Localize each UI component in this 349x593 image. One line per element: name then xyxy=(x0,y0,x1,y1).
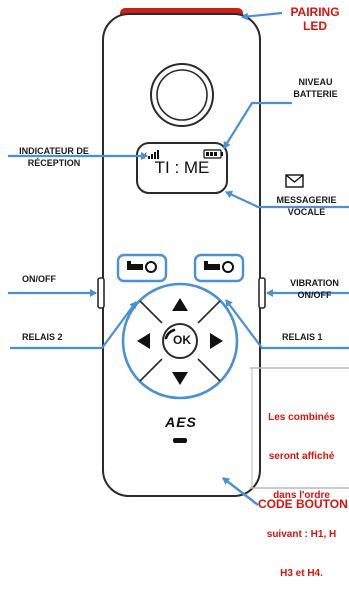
envelope-icon xyxy=(285,174,304,188)
relais-1-button[interactable] xyxy=(193,253,245,283)
diagram-canvas: Y xyxy=(8,8,349,506)
arrow-up-icon[interactable] xyxy=(172,298,188,311)
on-off-label: ON/OFF xyxy=(22,274,56,284)
messagerie-vocale-line1: MESSAGERIE xyxy=(276,195,337,205)
niveau-batterie-arrow xyxy=(223,101,292,149)
code-button[interactable] xyxy=(173,438,187,443)
messagerie-arrow xyxy=(225,190,349,209)
relais-1-label: RELAIS 1 xyxy=(282,332,323,342)
relais-2-arrow xyxy=(10,301,137,350)
vibration-line2: ON/OFF xyxy=(297,290,332,300)
note-text: Les combinés seront affiché dans l'ordre… xyxy=(254,385,349,593)
arrow-down-icon[interactable] xyxy=(172,372,188,385)
niveau-batterie-line2: BATTERIE xyxy=(293,89,338,99)
pairing-led-arrow xyxy=(241,11,283,21)
pairing-led-label-line1: PAIRING xyxy=(290,5,340,19)
key-icon xyxy=(127,261,157,273)
note-line-3: dans l'ordre xyxy=(273,490,330,501)
brand-logo: AES xyxy=(165,414,197,430)
note-line-1: Les combinés xyxy=(268,412,335,423)
vibration-line1: VIBRATION xyxy=(290,278,339,288)
note-line-2: seront affiché xyxy=(268,451,335,462)
indicateur-reception-line1: INDICATEUR DE xyxy=(19,146,89,156)
note-box xyxy=(250,367,349,489)
indicateur-reception-line2: RÉCEPTION xyxy=(27,158,81,168)
ok-label: OK xyxy=(173,333,191,347)
messagerie-vocale-line2: VOCALE xyxy=(287,207,326,217)
messagerie-vocale-label: MESSAGERIE VOCALE xyxy=(264,194,349,218)
pairing-led-label: PAIRING LED xyxy=(281,5,349,33)
relais-2-button[interactable] xyxy=(116,253,168,283)
arrow-left-icon[interactable] xyxy=(137,333,150,349)
handset-icon xyxy=(164,328,176,340)
indicateur-reception-label: INDICATEUR DE RÉCEPTION xyxy=(0,145,108,169)
arrow-right-icon[interactable] xyxy=(210,333,223,349)
code-bouton-arrow xyxy=(222,477,259,506)
note-line-5: H3 et H4. xyxy=(280,568,323,579)
relais-2-label: RELAIS 2 xyxy=(22,332,63,342)
on-off-side-button[interactable] xyxy=(97,277,105,309)
vibration-label: VIBRATION ON/OFF xyxy=(280,277,349,301)
key-icon xyxy=(204,261,234,273)
relais-1-arrow xyxy=(225,299,349,350)
code-bouton-label: CODE BOUTON xyxy=(258,497,348,511)
battery-icon xyxy=(203,149,223,159)
note-line-4: suivant : H1, H xyxy=(266,529,337,540)
screen-text: TI : ME xyxy=(154,158,210,177)
ok-button[interactable] xyxy=(162,323,198,359)
niveau-batterie-label: NIVEAU BATTERIE xyxy=(282,76,349,100)
speaker-ring xyxy=(150,63,214,127)
niveau-batterie-line1: NIVEAU xyxy=(298,77,333,87)
pairing-led-label-line2: LED xyxy=(303,19,327,33)
vibration-side-button[interactable] xyxy=(258,277,266,309)
